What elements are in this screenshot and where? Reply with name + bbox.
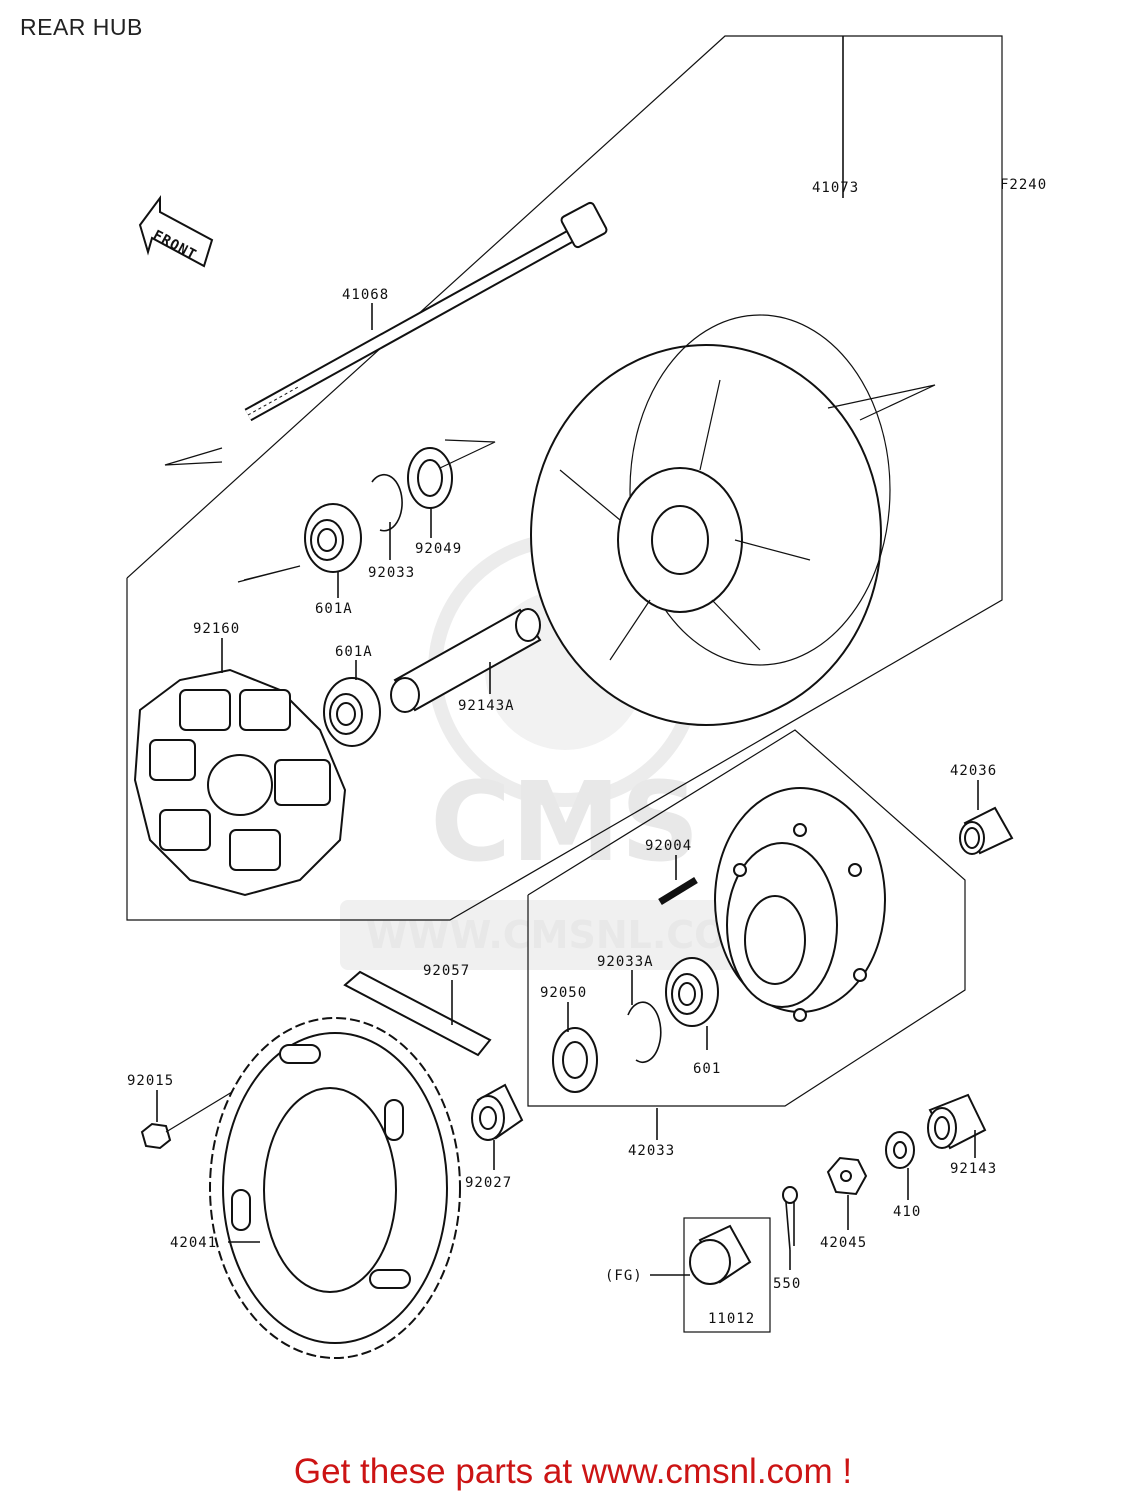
footer-promo-link[interactable]: Get these parts at www.cmsnl.com ! — [293, 1452, 853, 1491]
part-label-92027[interactable]: 92027 — [465, 1175, 512, 1191]
rear-sprocket-42041[interactable] — [209, 1017, 461, 1359]
part-label-92033A[interactable]: 92033A — [597, 954, 654, 970]
sprocket-carrier[interactable] — [714, 787, 886, 1022]
part-label-550[interactable]: 550 — [773, 1276, 801, 1292]
part-label-42041[interactable]: 42041 — [170, 1235, 217, 1251]
part-label-92049[interactable]: 92049 — [415, 541, 462, 557]
cap-11012[interactable] — [689, 1224, 752, 1285]
part-label-92004[interactable]: 92004 — [645, 838, 692, 854]
part-label-601A-upper[interactable]: 601A — [315, 601, 353, 617]
part-label-92050[interactable]: 92050 — [540, 985, 587, 1001]
page-title: REAR HUB — [20, 14, 143, 40]
part-label-92143[interactable]: 92143 — [950, 1161, 997, 1177]
spacer-92143A[interactable] — [390, 608, 542, 713]
bearing-601[interactable] — [665, 957, 719, 1027]
part-label-42045[interactable]: 42045 — [820, 1235, 867, 1251]
option-label-fg: (FG) — [605, 1268, 643, 1284]
axle-41068[interactable] — [244, 201, 608, 422]
bearing-601A-upper[interactable] — [304, 503, 362, 573]
nut-92015[interactable] — [140, 1091, 233, 1150]
castle-nut-42045[interactable] — [826, 1156, 868, 1196]
part-label-92033[interactable]: 92033 — [368, 565, 415, 581]
circlip-92033A[interactable] — [627, 1001, 662, 1063]
part-label-92143A[interactable]: 92143A — [458, 698, 515, 714]
part-label-42033[interactable]: 42033 — [628, 1143, 675, 1159]
collar-92027[interactable] — [471, 1083, 524, 1141]
watermark-logo: CMS — [430, 758, 699, 886]
part-label-92015[interactable]: 92015 — [127, 1073, 174, 1089]
part-label-41073[interactable]: 41073 — [812, 180, 859, 196]
diagram-code: F2240 — [1000, 177, 1047, 193]
part-label-42036[interactable]: 42036 — [950, 763, 997, 779]
part-label-601A-lower[interactable]: 601A — [335, 644, 373, 660]
collar-92143[interactable] — [927, 1093, 987, 1150]
chain-92057[interactable] — [343, 970, 492, 1057]
part-label-92057[interactable]: 92057 — [423, 963, 470, 979]
collar-42036[interactable] — [959, 806, 1014, 855]
rear-wheel[interactable] — [530, 314, 936, 726]
wheel-assembly-frame — [126, 35, 1003, 921]
seal-92049[interactable] — [407, 447, 453, 509]
part-label-92160[interactable]: 92160 — [193, 621, 240, 637]
seal-92050[interactable] — [552, 1027, 598, 1093]
part-label-601[interactable]: 601 — [693, 1061, 721, 1077]
front-arrow-icon: FRONT — [138, 194, 214, 268]
part-label-11012[interactable]: 11012 — [708, 1311, 755, 1327]
circlip-92033[interactable] — [371, 473, 403, 532]
hub-assembly-frame — [527, 729, 966, 1107]
washer-410[interactable] — [885, 1131, 915, 1169]
bearing-601A-lower[interactable] — [323, 677, 381, 747]
part-label-41068[interactable]: 41068 — [342, 287, 389, 303]
cotter-pin-550[interactable] — [782, 1186, 798, 1251]
hub-damper-92160[interactable] — [133, 668, 347, 897]
stud-92004[interactable] — [658, 877, 698, 905]
part-label-410[interactable]: 410 — [893, 1204, 921, 1220]
